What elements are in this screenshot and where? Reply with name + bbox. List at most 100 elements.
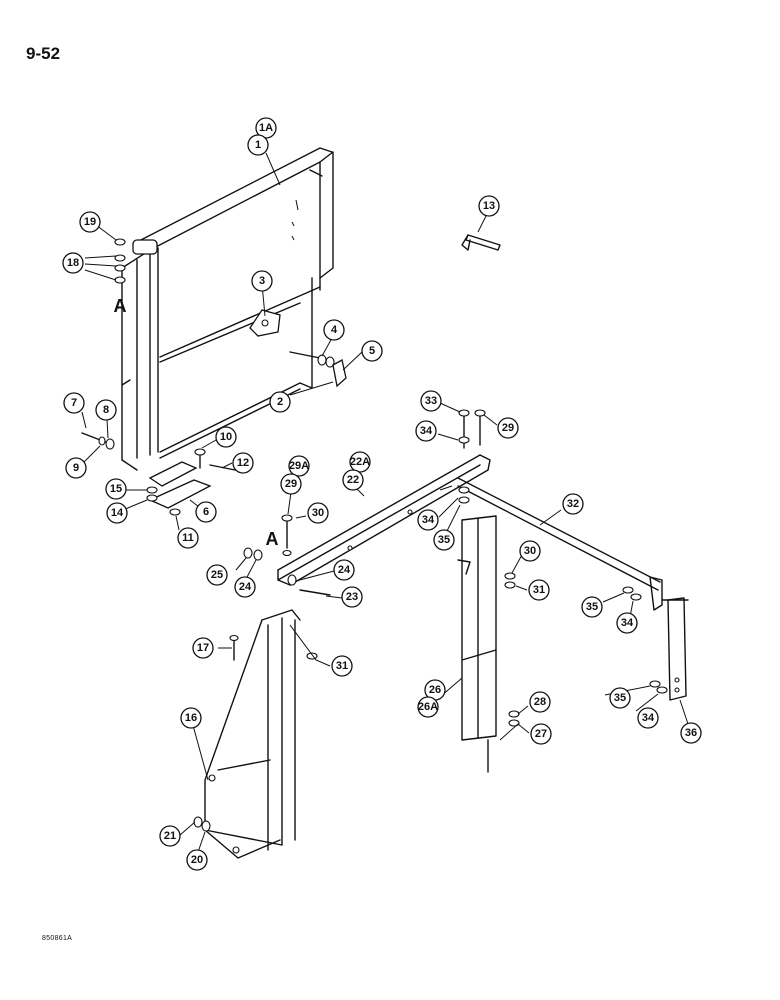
svg-text:32: 32 xyxy=(567,498,579,510)
svg-text:36: 36 xyxy=(685,727,697,739)
svg-text:24: 24 xyxy=(338,564,351,576)
svg-text:29A: 29A xyxy=(289,460,309,472)
svg-text:27: 27 xyxy=(535,728,547,740)
svg-text:35: 35 xyxy=(614,692,626,704)
svg-text:19: 19 xyxy=(84,216,96,228)
svg-text:14: 14 xyxy=(111,507,124,519)
svg-text:22A: 22A xyxy=(350,456,370,468)
callout-30-left: 30 xyxy=(307,502,329,524)
center-support xyxy=(457,515,497,773)
svg-text:30: 30 xyxy=(312,507,324,519)
callout-35-mid: 35 xyxy=(433,529,455,551)
callout-34-upper: 34 xyxy=(415,420,437,442)
document-code: 850861A xyxy=(42,935,73,942)
svg-text:26A: 26A xyxy=(418,701,438,713)
callout-34-mid: 34 xyxy=(417,509,439,531)
callout-24-left: 24 xyxy=(234,576,256,598)
callout-22: 22 xyxy=(342,469,364,491)
svg-text:9: 9 xyxy=(73,462,79,474)
callout-34-lower: 34 xyxy=(637,707,659,729)
latch-plate xyxy=(249,309,281,337)
callout-4: 4 xyxy=(323,319,345,341)
callout-8: 8 xyxy=(95,399,117,421)
svg-text:8: 8 xyxy=(103,404,109,416)
callout-33: 33 xyxy=(420,390,442,412)
callout-36: 36 xyxy=(680,722,702,744)
callout-30-right: 30 xyxy=(519,540,541,562)
callout-1: 1 xyxy=(247,134,269,156)
callout-34-right: 34 xyxy=(616,612,638,634)
svg-text:4: 4 xyxy=(331,324,338,336)
leader-lines xyxy=(81,152,689,856)
svg-text:34: 34 xyxy=(422,514,435,526)
callout-24-right: 24 xyxy=(333,559,355,581)
page-number: 9-52 xyxy=(26,44,61,63)
callout-11: 11 xyxy=(177,527,199,549)
svg-text:13: 13 xyxy=(483,200,495,212)
callout-3: 3 xyxy=(251,270,273,292)
ref-letter-a-upper: A xyxy=(114,296,127,316)
callout-26A: 26A xyxy=(417,696,439,718)
side-panel xyxy=(121,147,334,471)
callout-31-left: 31 xyxy=(331,655,353,677)
callout-29-left: 29 xyxy=(280,473,302,495)
callout-29-upper: 29 xyxy=(497,417,519,439)
svg-text:29: 29 xyxy=(285,478,297,490)
upright-36 xyxy=(667,597,687,701)
svg-text:30: 30 xyxy=(524,545,536,557)
callout-7: 7 xyxy=(63,392,85,414)
svg-text:2: 2 xyxy=(277,396,283,408)
callout-20: 20 xyxy=(186,849,208,871)
callout-35-lower: 35 xyxy=(609,687,631,709)
svg-text:34: 34 xyxy=(642,712,655,724)
svg-text:1A: 1A xyxy=(259,122,273,134)
callout-14: 14 xyxy=(106,502,128,524)
callout-29A: 29A xyxy=(288,455,310,477)
callout-6: 6 xyxy=(195,501,217,523)
svg-text:28: 28 xyxy=(534,696,546,708)
callout-26: 26 xyxy=(424,679,446,701)
svg-text:33: 33 xyxy=(425,395,437,407)
callout-28: 28 xyxy=(529,691,551,713)
svg-text:7: 7 xyxy=(71,397,77,409)
long-bar xyxy=(457,477,689,611)
svg-text:23: 23 xyxy=(346,591,358,603)
svg-text:26: 26 xyxy=(429,684,441,696)
svg-text:29: 29 xyxy=(502,422,514,434)
callout-27: 27 xyxy=(530,723,552,745)
callout-18: 18 xyxy=(62,252,84,274)
callout-10: 10 xyxy=(215,426,237,448)
svg-text:21: 21 xyxy=(164,830,176,842)
svg-text:17: 17 xyxy=(197,642,209,654)
callout-12: 12 xyxy=(232,452,254,474)
svg-text:34: 34 xyxy=(420,425,433,437)
svg-text:24: 24 xyxy=(239,581,252,593)
callout-23: 23 xyxy=(341,586,363,608)
svg-text:31: 31 xyxy=(336,660,348,672)
svg-text:16: 16 xyxy=(185,712,197,724)
svg-text:31: 31 xyxy=(533,584,545,596)
callout-22A: 22A xyxy=(349,451,371,473)
svg-text:10: 10 xyxy=(220,431,232,443)
fasteners-right xyxy=(193,409,668,832)
svg-text:34: 34 xyxy=(621,617,634,629)
fasteners-left xyxy=(81,238,158,502)
callout-9: 9 xyxy=(65,457,87,479)
callout-19: 19 xyxy=(79,211,101,233)
callout-32: 32 xyxy=(562,493,584,515)
callout-2: 2 xyxy=(269,391,291,413)
svg-text:11: 11 xyxy=(182,532,194,544)
latch-hardware xyxy=(289,351,347,388)
callout-17: 17 xyxy=(192,637,214,659)
callout-13: 13 xyxy=(478,195,500,217)
callout-15: 15 xyxy=(105,478,127,500)
callout-35-right: 35 xyxy=(581,596,603,618)
svg-text:35: 35 xyxy=(586,601,598,613)
left-support xyxy=(204,609,301,859)
hinge-bracket xyxy=(148,448,236,516)
svg-text:22: 22 xyxy=(347,474,359,486)
svg-text:1: 1 xyxy=(255,139,261,151)
callout-25: 25 xyxy=(206,564,228,586)
svg-text:6: 6 xyxy=(203,506,209,518)
